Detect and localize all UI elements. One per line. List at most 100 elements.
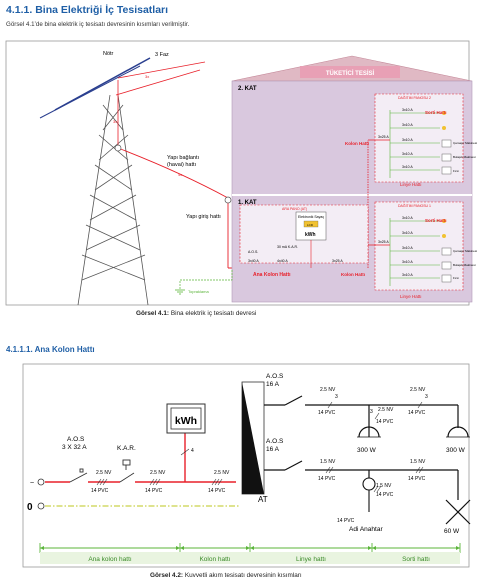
aos-top-label-2: 16 A [266,381,280,388]
cable-spec: 1.5 NV [410,459,426,465]
aos-mid-label-2: 16 A [266,446,280,453]
conduit-spec: 14 PVC [408,410,426,416]
fuse-label: 3x25 A [332,259,343,263]
power-tower [77,94,149,306]
socket-icon [447,426,469,438]
cable-spec: 2.5 NV [96,470,112,476]
fuse-label: 3x10 A [402,108,413,112]
figure-2-caption-text: Kuvvetli akım tesisatı devresinin kısıml… [183,572,302,579]
conduit-spec: 14 PVC [376,419,394,425]
kolon-label-1: Kolon Hattı [341,272,365,277]
meter-lcd: LCD [307,223,314,227]
connection-label-2: (havai) hattı [167,162,196,168]
conduit-spec: 14 PVC [208,488,226,494]
lamp-icons [442,111,446,238]
ground-cable [179,270,233,290]
switch-label: Adi Anahtar [349,526,383,533]
fuse-label: 3x10 A [402,231,413,235]
fuse-label: 3x10 A [402,273,413,277]
conduit-spec: 14 PVC [145,488,163,494]
conduit-spec: 14 PVC [408,476,426,482]
cable-tag: 3x [145,74,149,79]
fuse-label: 3x25 A [378,135,389,139]
entry-line-label: Yapı giriş hattı [186,214,221,220]
upper-branch [264,395,459,428]
dishwasher-label: Bulaşık Makinesi [453,155,476,159]
floor2-label: 2. KAT [238,86,257,92]
dishwasher-label: Bulaşık Makinesi [453,263,476,267]
socket-power-label: 300 W [446,447,466,454]
cable-spec: 2.5 NV [150,470,166,476]
lower-ticks [325,466,424,493]
kolon-label-2: Kolon Hattı [345,141,369,146]
cable-spec: 1.5 NV [320,459,336,465]
segment-band [40,552,460,564]
conductor-count: 3 [370,409,373,415]
aos-left-label-1: A.O.S [67,436,85,443]
cable-spec: 2.5 NV [378,407,394,413]
figure-2-caption-number: Görsel 4.2: [150,572,184,579]
aos-breaker-icon [69,468,88,483]
lamp-icon [445,499,471,525]
fuse-label: 3x10 A [402,152,413,156]
segment-sorti: Sorti hattı [402,556,430,563]
service-drop-cable [117,147,229,199]
cable-tag: 4x [178,172,182,177]
fuse-label: 3x25 A [378,240,389,244]
oven-label: Fırın [453,276,459,280]
fuse-label: 3x10 A [402,165,413,169]
tuketici-banner [300,66,400,78]
notr-label: Nötr [103,51,114,57]
kwh-meter-label: kWh [175,415,197,427]
tilde-icon: ~ [30,480,34,487]
tuketici-label: TÜKETİCİ TESİSİ [326,70,375,77]
conduit-spec: 14 PVC [91,488,109,494]
washer-label: Çamaşır Makinesi [453,249,477,253]
cable-spec: 2.5 NV [214,470,230,476]
cable-tag: 3x [113,119,117,124]
panel-1-label: DAĞITIM PANOSU 1 [398,203,431,208]
aos-mid-label-1: A.O.S [266,438,284,445]
conduit-spec: 14 PVC [318,410,336,416]
kar-label: K.A.R. [117,445,136,452]
connection-label-1: Yapı bağlantı [167,155,199,161]
segment-ana-kolon: Ana kolon hattı [88,556,132,563]
meter-kwh: kWh [305,232,316,238]
conduit-spec: 14 PVC [318,476,336,482]
conductor-ticks [96,478,223,486]
aos-label: A.O.S. [248,250,258,254]
cable-spec: 2.5 NV [410,387,426,393]
segment-kolon: Kolon hattı [199,556,230,563]
panel-fuse-labels: 3x10 A 3x10 A 3x10 A 3x10 A 3x10 A 3x10 … [402,108,413,277]
section-intro: Görsel 4.1’de bina elektrik iç tesisatı … [6,21,190,28]
input-terminal-icon [37,478,45,486]
figure-2-caption: Görsel 4.2: Kuvvetli akım tesisatı devre… [150,572,302,579]
ground-label: Topraklama [188,289,209,294]
floor1-label: 1. KAT [238,200,257,206]
meter-label: Elektronik Sayaç [298,215,324,219]
segment-arrows [40,546,460,550]
conductor-count: 3 [335,394,338,400]
three-phase-label: 3 Faz [155,52,169,58]
sorti-label-2: Sorti Hattı [425,110,447,115]
linye-label-2: Linye Hattı [400,182,422,187]
at-panel-fill [242,382,264,494]
phase-cable [117,61,206,79]
neutral-zero-label: 0 [27,502,33,513]
fuse-label: 3x10 A [402,138,413,142]
figure-1-caption-text: Bina elektrik iç tesisatı devresi [169,310,257,317]
insulator-icon [114,144,122,152]
fuse-label: 3x10 A [402,260,413,264]
ara-pano-label: ARA PANO (AT) [282,207,307,211]
switch-icon [362,477,376,491]
aos-left-label-2: 3 X 32 A [62,444,87,451]
washer-label: Çamaşır Makinesi [453,141,477,145]
socket-power-label: 300 W [357,447,377,454]
figure-1-caption: Görsel 4.1: Bina elektrik iç tesisatı de… [136,310,256,317]
fuse-label: 4x40 A [277,259,288,263]
fuse-label: 3x10 A [402,246,413,250]
conduit-spec: 14 PVC [376,492,394,498]
kar-switch-icon [119,459,135,483]
